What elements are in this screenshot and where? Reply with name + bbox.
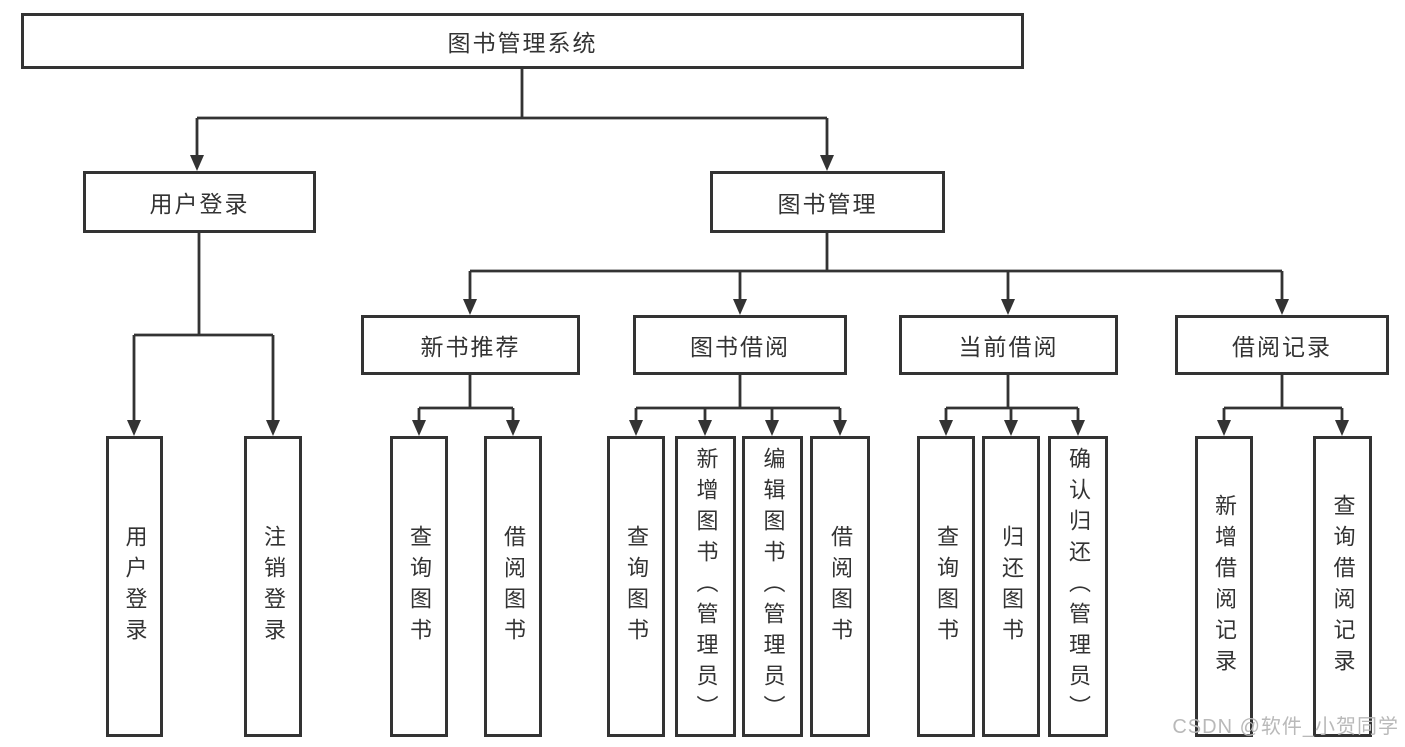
leaf-current-query-book-label: 查询图书 <box>934 524 959 649</box>
leaf-confirm-return-admin: 确认归还（管理员） <box>1048 436 1108 737</box>
node-user-login-label: 用户登录 <box>149 191 250 217</box>
leaf-query-borrow-record-label: 查询借阅记录 <box>1330 493 1356 680</box>
node-current-borrowing: 当前借阅 <box>899 315 1118 375</box>
node-book-borrowing: 图书借阅 <box>633 315 847 375</box>
leaf-recommend-borrow-book: 借阅图书 <box>484 436 542 737</box>
leaf-user-login: 用户登录 <box>106 436 163 737</box>
leaf-user-login-label: 用户登录 <box>122 524 148 649</box>
node-book-management: 图书管理 <box>710 171 945 233</box>
csdn-watermark: CSDN @软件_小贺同学 <box>1172 716 1399 738</box>
leaf-borrowing-borrow-book: 借阅图书 <box>810 436 870 737</box>
leaf-borrowing-query-book: 查询图书 <box>607 436 665 737</box>
leaf-borrowing-borrow-book-label: 借阅图书 <box>828 524 853 649</box>
node-user-login: 用户登录 <box>83 171 316 233</box>
leaf-confirm-return-admin-label: 确认归还（管理员） <box>1066 447 1091 726</box>
node-borrowing-records-label: 借阅记录 <box>1232 334 1332 360</box>
leaf-add-book-admin-label: 新增图书（管理员） <box>693 447 719 726</box>
leaf-add-borrow-record: 新增借阅记录 <box>1195 436 1253 737</box>
node-borrowing-records: 借阅记录 <box>1175 315 1389 375</box>
leaf-return-book: 归还图书 <box>982 436 1040 737</box>
leaf-edit-book-admin-label: 编辑图书（管理员） <box>760 447 786 726</box>
leaf-borrowing-query-book-label: 查询图书 <box>624 524 649 649</box>
node-new-book-recommend-label: 新书推荐 <box>420 334 521 360</box>
node-book-borrowing-label: 图书借阅 <box>690 334 790 360</box>
leaf-recommend-query-book: 查询图书 <box>390 436 448 737</box>
leaf-add-borrow-record-label: 新增借阅记录 <box>1212 493 1237 680</box>
node-current-borrowing-label: 当前借阅 <box>958 334 1059 360</box>
leaf-query-borrow-record: 查询借阅记录 <box>1313 436 1372 737</box>
leaf-add-book-admin: 新增图书（管理员） <box>675 436 736 737</box>
leaf-recommend-query-book-label: 查询图书 <box>407 524 432 649</box>
node-book-management-label: 图书管理 <box>777 191 878 217</box>
leaf-logout: 注销登录 <box>244 436 302 737</box>
node-root-label: 图书管理系统 <box>447 30 598 56</box>
leaf-current-query-book: 查询图书 <box>917 436 975 737</box>
node-new-book-recommend: 新书推荐 <box>361 315 580 375</box>
leaf-edit-book-admin: 编辑图书（管理员） <box>742 436 803 737</box>
leaf-return-book-label: 归还图书 <box>999 524 1024 649</box>
leaf-recommend-borrow-book-label: 借阅图书 <box>501 524 526 649</box>
node-root: 图书管理系统 <box>21 13 1024 69</box>
leaf-logout-label: 注销登录 <box>261 524 286 649</box>
